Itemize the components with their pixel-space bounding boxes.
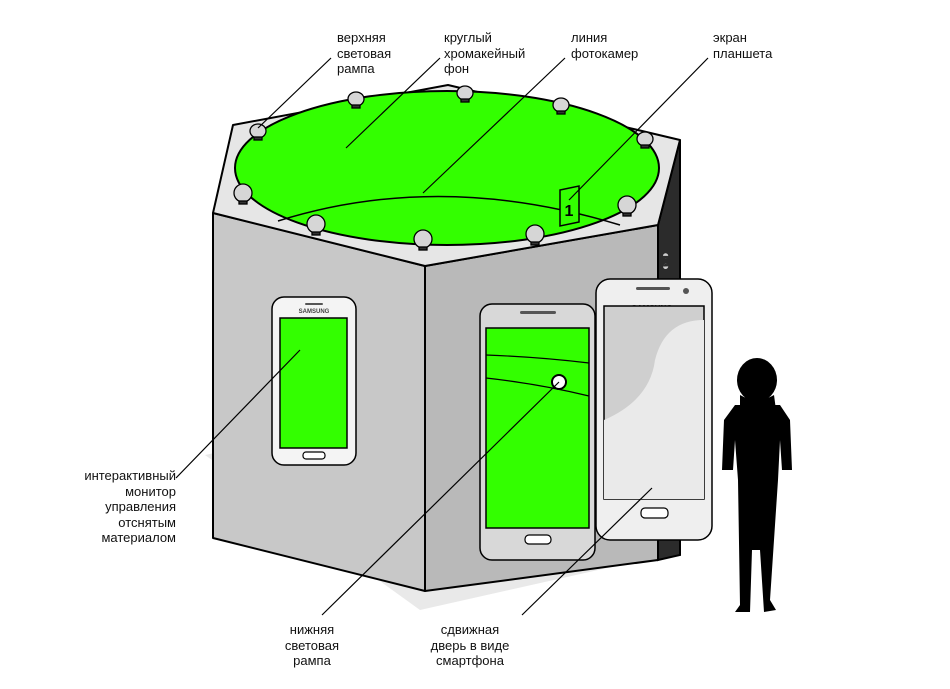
leader-bottom-ramp bbox=[321, 381, 560, 616]
label-sliding-door: сдвижная дверь в виде смартфона bbox=[430, 622, 510, 668]
top-light-ramp bbox=[249, 85, 654, 149]
lamp-icon bbox=[525, 224, 545, 246]
lamp-icon bbox=[617, 195, 637, 217]
back-panel-logo: ◐ ◑ bbox=[658, 252, 672, 270]
lamp-icon bbox=[306, 214, 326, 236]
bottom-light-ramp bbox=[233, 183, 637, 251]
lamp-icon bbox=[413, 229, 433, 251]
leader-chroma bbox=[345, 57, 441, 149]
leader-tablet bbox=[568, 57, 709, 201]
leader-monitor bbox=[175, 349, 301, 479]
lamp-icon bbox=[233, 183, 253, 205]
lamp-icon bbox=[552, 97, 570, 115]
interactive-monitor: SAMSUNG bbox=[271, 296, 357, 466]
tablet-screen-marker bbox=[559, 185, 580, 227]
label-tablet-screen: экран планшета bbox=[713, 30, 773, 61]
chroma-key-background bbox=[234, 90, 660, 246]
person-silhouette bbox=[722, 358, 792, 612]
leader-cameras bbox=[422, 57, 566, 194]
booth-inner-phone bbox=[479, 303, 596, 561]
tablet-number: 1 bbox=[565, 203, 574, 220]
lamp-icon bbox=[636, 131, 654, 149]
leader-door bbox=[521, 487, 653, 616]
lamp-icon bbox=[249, 123, 267, 141]
lamp-icon bbox=[347, 91, 365, 109]
lamp-icon bbox=[456, 85, 474, 103]
sliding-door-phone: SAMSUNG bbox=[595, 278, 713, 541]
leader-top-ramp bbox=[257, 57, 332, 129]
label-camera-line: линия фотокамер bbox=[571, 30, 639, 61]
leader-lines bbox=[175, 57, 709, 616]
label-bottom-light-ramp: нижняя световая рампа bbox=[284, 622, 340, 668]
label-interactive-monitor: интерактивный монитор управления отсняты… bbox=[84, 468, 176, 545]
monitor-brand: SAMSUNG bbox=[299, 309, 330, 315]
label-chroma-background: круглый хромакейный фон bbox=[444, 30, 526, 76]
label-top-light-ramp: верхняя световая рампа bbox=[337, 30, 392, 76]
